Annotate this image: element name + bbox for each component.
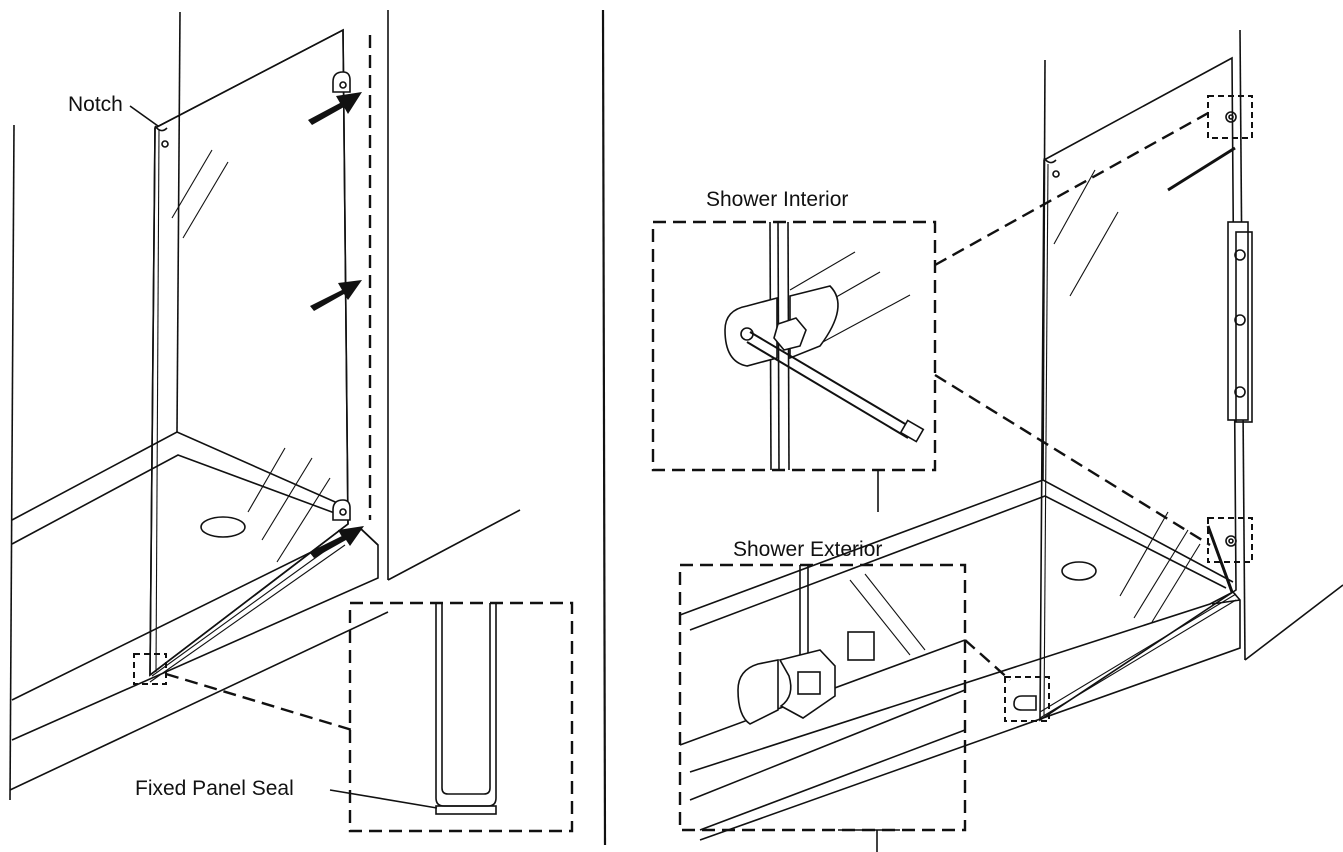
left-wall-edge [9,124,15,801]
left-scene [9,10,574,833]
floor-edge-right [1244,584,1343,661]
seal-leader-line [165,672,353,732]
shower-interior-label: Shower Interior [706,188,848,211]
back-wall-edge [176,11,181,433]
notch-leader [129,105,159,127]
interior-leader-top [934,110,1211,267]
shower-exterior-label: Shower Exterior [733,538,882,561]
shower-base [9,431,389,791]
door-notch-icon [1043,157,1057,164]
notch-icon [154,125,168,132]
door-guide-icon [1013,695,1037,711]
interior-detail [651,220,937,472]
top-clip-marker [1207,95,1253,139]
seal-label-leader [329,789,438,809]
hinge-icon [1227,221,1249,421]
seal-detail [348,601,574,833]
right-scene [651,29,1343,852]
guide-marker [1004,676,1050,722]
panel-hole [161,140,169,148]
notch-label: Notch [68,93,123,116]
seal-callout-marker [133,653,167,685]
drain-icon [1061,561,1097,581]
arrow-bottom-icon [310,526,364,558]
arrow-middle-icon [310,280,362,311]
panel-divider [601,9,607,846]
insert-arrows [308,92,364,558]
interior-leader-bottom [934,373,1211,547]
glass-door [1013,56,1253,722]
drain-icon [200,516,246,538]
guide-detail-icon [737,659,779,725]
floor-edge-right [387,509,521,581]
arrow-top-icon [308,92,362,125]
exterior-leader [964,639,1011,681]
mid-clip-marker [1207,517,1253,563]
exterior-detail [678,563,967,832]
glass-panel [149,28,351,683]
fixed-panel-seal-label: Fixed Panel Seal [135,777,294,800]
